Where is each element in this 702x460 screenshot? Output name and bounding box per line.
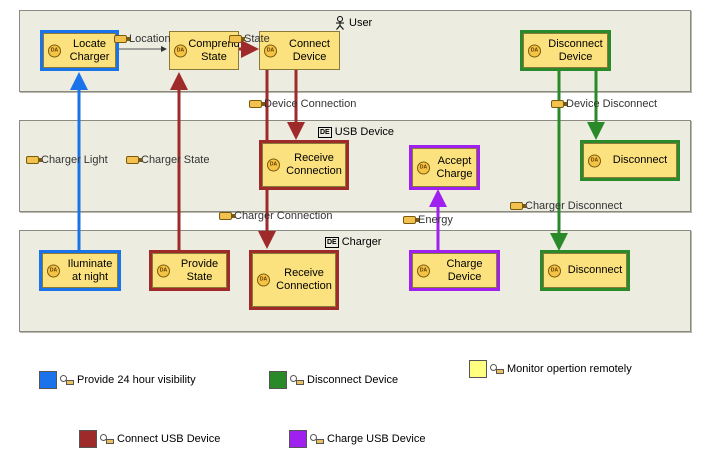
- lane-usb-device[interactable]: [19, 120, 691, 212]
- connector-icon: [219, 212, 235, 220]
- activity-icon: DA: [417, 161, 430, 174]
- node-charge-device[interactable]: DA Charge Device: [409, 250, 500, 291]
- legend-item-yellow[interactable]: Monitor opertion remotely: [469, 360, 632, 378]
- node-comprehend-state[interactable]: DA Comprend State: [169, 31, 240, 70]
- activity-icon: DA: [47, 264, 60, 277]
- node-label: Comprend State: [188, 37, 240, 63]
- activity-icon: DA: [48, 44, 61, 57]
- legend-swatch: [469, 360, 487, 378]
- activity-icon: DA: [417, 264, 430, 277]
- lane-usb-device-label: USB Device: [334, 126, 395, 138]
- node-receive-connection-charger[interactable]: DA Receive Connection: [249, 250, 339, 310]
- node-label: Receive Connection: [286, 152, 342, 177]
- connector-icon: [403, 216, 419, 224]
- actor-icon: [336, 16, 344, 30]
- legend-swatch: [39, 371, 57, 389]
- node-provide-state[interactable]: DA Provide State: [149, 250, 230, 291]
- edge-label-location: Location: [114, 33, 171, 45]
- edge-label-charger-light: Charger Light: [26, 154, 108, 166]
- node-label: Charge Device: [446, 257, 483, 283]
- node-label: Disconnect Device: [548, 37, 603, 63]
- node-receive-connection-usb[interactable]: DA Receive Connection: [259, 140, 349, 190]
- edge-label-energy: Energy: [403, 214, 453, 226]
- legend-item-red[interactable]: Connect USB Device: [79, 430, 220, 448]
- node-label: Disconnect: [567, 264, 623, 276]
- activity-icon: DA: [157, 264, 170, 277]
- node-disconnect-device-user[interactable]: DA Disconnect Device: [520, 30, 611, 71]
- edge-label-charger-state: Charger State: [126, 154, 209, 166]
- legend-item-blue[interactable]: Provide 24 hour visibility: [39, 371, 196, 389]
- node-label: Receive Connection: [276, 267, 332, 292]
- connector-icon: [551, 100, 567, 108]
- activity-icon: DA: [267, 158, 280, 172]
- activity-icon: DA: [528, 44, 541, 57]
- legend-item-green[interactable]: Disconnect Device: [269, 371, 398, 389]
- requirement-icon: [100, 434, 114, 444]
- activity-icon: DA: [257, 273, 270, 287]
- node-locate-charger[interactable]: DA Locate Charger: [40, 30, 119, 71]
- connector-icon: [510, 202, 526, 210]
- activity-icon: DA: [174, 44, 187, 57]
- lane-title-user: User: [334, 16, 372, 30]
- component-icon: DE: [325, 236, 339, 248]
- component-icon: DE: [318, 126, 332, 138]
- legend-swatch: [79, 430, 97, 448]
- node-label: Iluminate at night: [67, 257, 113, 283]
- edge-label-charger-connection: Charger Connection: [219, 210, 332, 222]
- activity-icon: DA: [588, 154, 601, 167]
- legend-item-purple[interactable]: Charge USB Device: [289, 430, 425, 448]
- activity-icon: DA: [548, 264, 561, 277]
- connector-icon: [126, 156, 142, 164]
- edge-label-device-connection: Device Connection: [249, 98, 356, 110]
- connector-icon: [26, 156, 42, 164]
- activity-icon: DA: [264, 44, 277, 57]
- node-label: Locate Charger: [69, 37, 110, 63]
- connector-icon: [229, 35, 245, 43]
- legend-swatch: [269, 371, 287, 389]
- node-disconnect-usb[interactable]: DA Disconnect: [580, 140, 680, 181]
- lane-title-charger: DE Charger: [325, 236, 381, 248]
- node-label: Disconnect: [612, 154, 668, 166]
- node-disconnect-charger[interactable]: DA Disconnect: [540, 250, 630, 291]
- node-label: Provide State: [180, 257, 219, 283]
- requirement-icon: [290, 375, 304, 385]
- lane-user-label: User: [349, 17, 373, 29]
- node-connect-device[interactable]: DA Connect Device: [259, 31, 340, 70]
- connector-icon: [249, 100, 265, 108]
- legend-swatch: [289, 430, 307, 448]
- lane-title-usb-device: DE USB Device: [318, 126, 394, 138]
- node-label: Accept Charge: [436, 154, 473, 180]
- edge-label-state: State: [229, 33, 270, 45]
- edge-label-charger-disconnect: Charger Disconnect: [510, 200, 622, 212]
- requirement-icon: [60, 375, 74, 385]
- requirement-icon: [490, 364, 504, 374]
- edge-label-device-disconnect: Device Disconnect: [551, 98, 657, 110]
- connector-icon: [114, 35, 130, 43]
- requirement-icon: [310, 434, 324, 444]
- node-accept-charge[interactable]: DA Accept Charge: [409, 145, 480, 190]
- node-illuminate-at-night[interactable]: DA Iluminate at night: [39, 250, 121, 291]
- node-label: Connect Device: [289, 37, 330, 63]
- lane-charger-label: Charger: [341, 236, 382, 248]
